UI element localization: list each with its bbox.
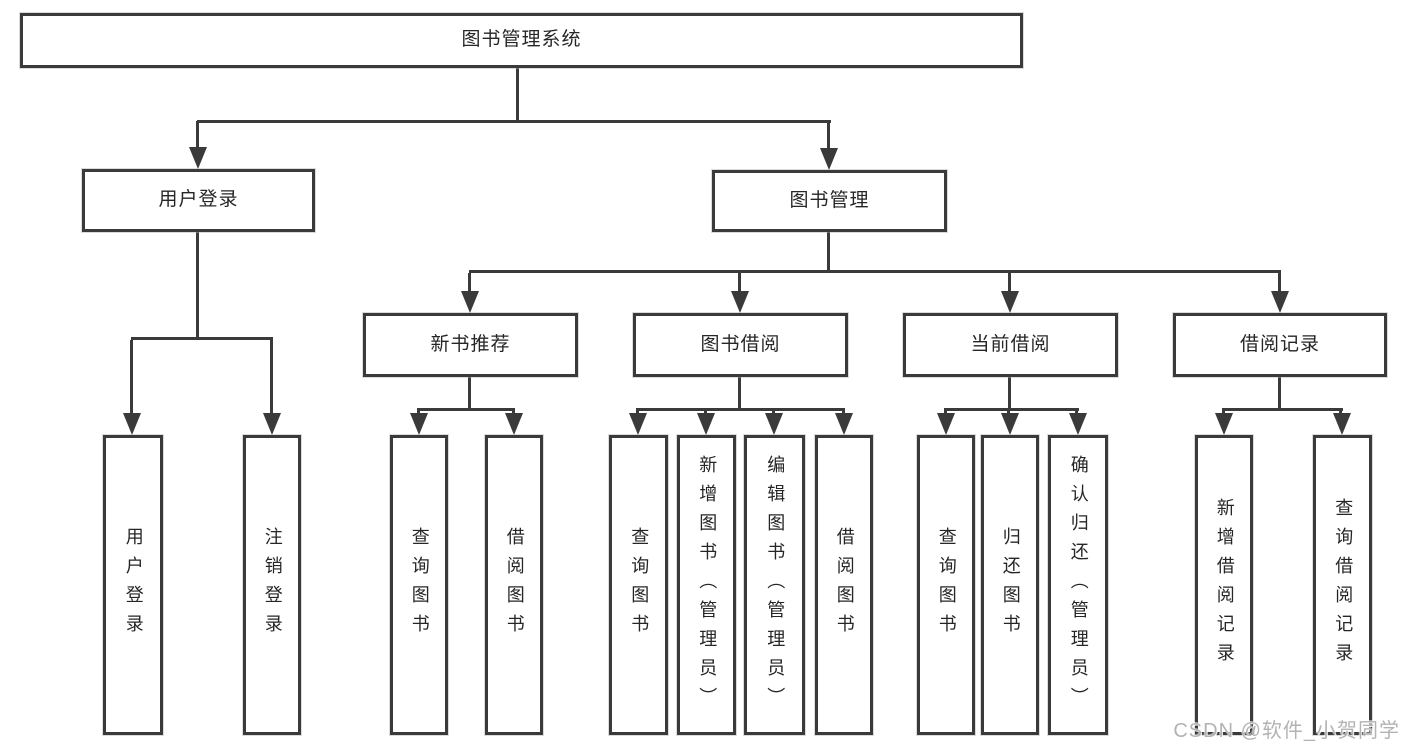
node-leaf-add-books: 新增图书（管理员） bbox=[677, 435, 736, 735]
connector-line bbox=[516, 68, 519, 123]
node-borrowing-records: 借阅记录 bbox=[1173, 313, 1387, 377]
arrowhead-down-icon bbox=[1001, 291, 1019, 313]
connector-line bbox=[1278, 273, 1281, 293]
arrowhead-down-icon bbox=[835, 413, 853, 435]
node-leaf-query-borrow-record: 查询借阅记录 bbox=[1313, 435, 1372, 735]
connector-line bbox=[197, 120, 831, 123]
node-leaf-confirm-return: 确认归还（管理员） bbox=[1048, 435, 1108, 735]
node-leaf-query-books-2: 查询图书 bbox=[609, 435, 668, 735]
arrowhead-down-icon bbox=[189, 147, 207, 169]
connector-line bbox=[738, 377, 741, 410]
node-label-current-borrowing: 当前借阅 bbox=[970, 333, 1051, 355]
node-label-book-management: 图书管理 bbox=[789, 189, 870, 211]
node-label-leaf-edit-books: 编辑图书（管理员） bbox=[765, 454, 786, 716]
node-label-leaf-logout: 注销登录 bbox=[262, 527, 283, 643]
connector-line bbox=[827, 232, 830, 273]
node-label-leaf-query-books-1: 查询图书 bbox=[409, 527, 430, 643]
node-label-leaf-query-books-3: 查询图书 bbox=[936, 527, 957, 643]
connector-line bbox=[468, 273, 471, 293]
node-label-leaf-add-borrow-record: 新增借阅记录 bbox=[1214, 498, 1235, 672]
connector-line bbox=[270, 340, 273, 415]
node-label-user-login: 用户登录 bbox=[158, 189, 239, 211]
node-label-leaf-return-books: 归还图书 bbox=[1000, 527, 1021, 643]
arrowhead-down-icon bbox=[1001, 413, 1019, 435]
node-label-leaf-query-books-2: 查询图书 bbox=[629, 527, 650, 643]
connector-line bbox=[468, 377, 471, 410]
node-leaf-borrow-books-2: 借阅图书 bbox=[815, 435, 873, 735]
arrowhead-down-icon bbox=[123, 413, 141, 435]
node-book-borrowing: 图书借阅 bbox=[633, 313, 848, 377]
node-leaf-logout: 注销登录 bbox=[243, 435, 301, 735]
arrowhead-down-icon bbox=[820, 148, 838, 170]
connector-line bbox=[944, 408, 1079, 411]
connector-line bbox=[131, 337, 273, 340]
connector-line bbox=[1008, 377, 1011, 410]
watermark: CSDN @软件_小贺同学 bbox=[1173, 720, 1400, 742]
node-label-leaf-confirm-return: 确认归还（管理员） bbox=[1068, 454, 1089, 716]
arrowhead-down-icon bbox=[1271, 291, 1289, 313]
node-leaf-add-borrow-record: 新增借阅记录 bbox=[1195, 435, 1253, 735]
arrowhead-down-icon bbox=[410, 413, 428, 435]
arrowhead-down-icon bbox=[629, 413, 647, 435]
arrowhead-down-icon bbox=[461, 291, 479, 313]
node-book-management: 图书管理 bbox=[712, 170, 947, 232]
arrowhead-down-icon bbox=[1333, 413, 1351, 435]
connector-line bbox=[130, 340, 133, 415]
node-leaf-query-books-1: 查询图书 bbox=[390, 435, 448, 735]
arrowhead-down-icon bbox=[505, 413, 523, 435]
node-user-login: 用户登录 bbox=[82, 169, 315, 232]
arrowhead-down-icon bbox=[765, 413, 783, 435]
node-label-leaf-query-borrow-record: 查询借阅记录 bbox=[1333, 498, 1354, 672]
connector-line bbox=[1222, 408, 1343, 411]
node-leaf-query-books-3: 查询图书 bbox=[917, 435, 975, 735]
connector-line bbox=[417, 408, 515, 411]
arrowhead-down-icon bbox=[697, 413, 715, 435]
node-label-leaf-borrow-books-2: 借阅图书 bbox=[834, 527, 855, 643]
node-label-new-book-recommend: 新书推荐 bbox=[430, 333, 511, 355]
arrowhead-down-icon bbox=[731, 291, 749, 313]
connector-line bbox=[738, 273, 741, 293]
arrowhead-down-icon bbox=[263, 413, 281, 435]
arrowhead-down-icon bbox=[1069, 413, 1087, 435]
node-root: 图书管理系统 bbox=[20, 13, 1023, 68]
connector-line bbox=[196, 121, 199, 149]
connector-line bbox=[469, 270, 1281, 273]
node-label-leaf-add-books: 新增图书（管理员） bbox=[697, 454, 718, 716]
connector-line bbox=[196, 232, 199, 340]
node-current-borrowing: 当前借阅 bbox=[903, 313, 1118, 377]
node-label-book-borrowing: 图书借阅 bbox=[700, 333, 781, 355]
node-label-borrowing-records: 借阅记录 bbox=[1239, 333, 1320, 355]
node-leaf-user-login: 用户登录 bbox=[103, 435, 163, 735]
connector-line bbox=[827, 121, 830, 149]
connector-line bbox=[1278, 377, 1281, 410]
node-label-leaf-borrow-books-1: 借阅图书 bbox=[504, 527, 525, 643]
node-leaf-edit-books: 编辑图书（管理员） bbox=[744, 435, 805, 735]
node-leaf-return-books: 归还图书 bbox=[981, 435, 1039, 735]
arrowhead-down-icon bbox=[1215, 413, 1233, 435]
node-label-root: 图书管理系统 bbox=[461, 29, 582, 51]
node-leaf-borrow-books-1: 借阅图书 bbox=[485, 435, 543, 735]
arrowhead-down-icon bbox=[937, 413, 955, 435]
connector-line bbox=[636, 408, 845, 411]
connector-line bbox=[1008, 273, 1011, 293]
node-new-book-recommend: 新书推荐 bbox=[363, 313, 578, 377]
node-label-leaf-user-login: 用户登录 bbox=[123, 527, 144, 643]
